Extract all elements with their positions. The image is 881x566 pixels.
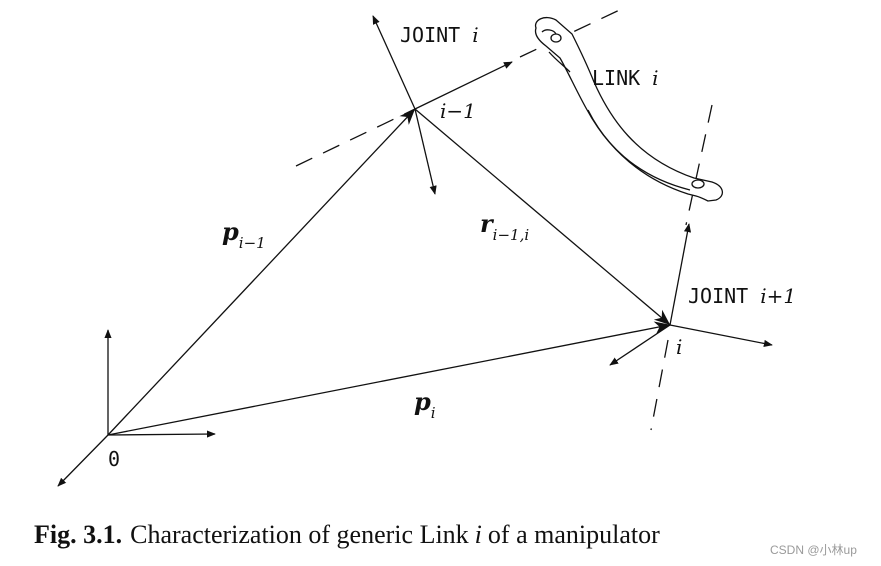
vector-r-i-minus-1-i <box>414 108 671 326</box>
figure-caption: Fig. 3.1.Characterization of generic Lin… <box>34 520 660 549</box>
base-y-axis <box>57 434 109 487</box>
joint-i-axis-dashed <box>295 108 416 167</box>
p-i-minus-1-label: pi−1 <box>222 217 266 252</box>
joint-i1-axis-dashed <box>685 104 713 226</box>
frame-i-1-x-axis <box>414 108 437 195</box>
base-x-axis <box>107 430 216 438</box>
link-i-body <box>534 16 723 202</box>
vector-p-i <box>107 321 671 436</box>
vector-p-i-minus-1 <box>107 108 416 436</box>
frame-i-z-axis <box>669 223 692 326</box>
p-i-label: pi <box>414 387 436 422</box>
joint-i-axis-dashed-upper <box>519 5 629 58</box>
frame-i-x-axis <box>669 324 773 347</box>
frame-i-1-y-axis <box>372 15 416 110</box>
frame-i-1-z-axis <box>414 61 513 110</box>
origin-label: 0 <box>108 447 120 471</box>
frame-i-label: i <box>676 335 682 359</box>
watermark: CSDN @小林up <box>770 543 857 557</box>
joint-i1-axis-dashed-lower <box>650 339 669 431</box>
r-label: ri−1,i <box>480 209 529 244</box>
frame-i-minus-1-label: i−1 <box>440 99 476 123</box>
